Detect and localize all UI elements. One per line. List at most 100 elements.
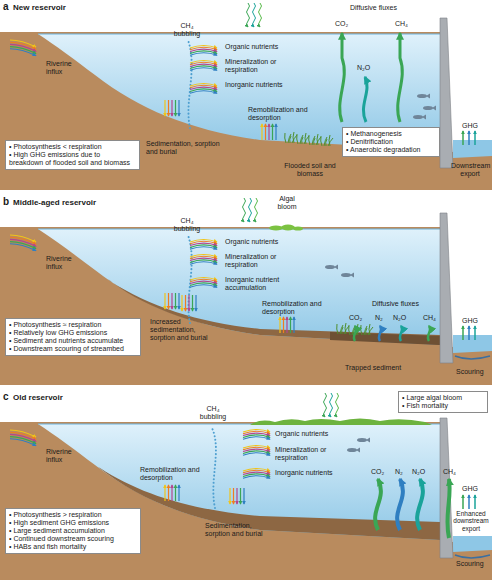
ground [0,422,492,580]
annotation-label: Sedimentation, sorption and burial [146,140,224,156]
annotation-label: Mineralization or respiration [275,446,345,462]
flooded-biomass [285,132,297,143]
panel-middle-aged-reservoir [0,198,492,385]
panel-letter: a [3,1,9,13]
downstream-water [453,335,492,353]
downstream-water [453,140,492,158]
algal-bloom [269,225,303,231]
sediment-layer [98,467,440,540]
annotation-label: CH₄ bubbling [194,405,232,421]
gas-flux-arrow [447,479,449,538]
summary-box: • Photosynthesis > respiration• High sed… [5,508,141,554]
annotation-label: Enhanced downstream export [453,510,489,532]
scouring-line [455,555,490,558]
panel-new-reservoir [0,3,492,190]
water-surface [38,34,440,35]
reservoir-water [38,34,440,150]
annotation-label: Riverine influx [46,448,86,464]
annotation-label: CO₂ [349,314,362,322]
dam [440,213,453,363]
water-surface [38,229,440,230]
annotation-label: Diffusive fluxes [372,300,419,308]
gas-flux-arrow [397,479,403,530]
annotation-label: Flooded soil and biomass [282,162,338,178]
gas-flux-arrow [400,326,402,341]
sunlight [247,3,262,27]
gas-flux-arrow [417,479,423,530]
summary-box: • Photosynthesis ≈ respiration• Relative… [5,318,141,356]
ghg-arrows [463,495,475,509]
annotation-label: CH₄ [423,314,436,322]
bullet-text: • Fish mortality [402,402,484,410]
sunlight [324,393,339,417]
panel-letter: c [3,391,9,403]
nutrient-arrows [243,446,270,456]
panel-title: New reservoir [13,3,66,12]
bullet-text: • Relatively low GHG emissions [9,329,137,337]
annotation-label: Scouring [456,368,484,376]
trapped-sediment [330,332,440,345]
annotation-label: CH₄ [395,20,408,28]
nutrient-arrows [190,46,217,56]
remobilization-arrows [280,317,294,333]
flooded-biomass [309,134,321,145]
fish [341,273,354,278]
remobilization-arrows [165,485,179,501]
annotation-label: Mineralization or respiration [225,58,295,74]
downstream-water [453,536,492,552]
ghg-arrows [463,326,475,340]
annotation-label: Organic nutrients [225,43,278,51]
annotation-label: GHG [462,122,478,130]
bullet-text: • High GHG emissions due to breakdown of… [9,151,136,167]
sedimentation-arrows [230,488,244,504]
nutrient-arrows [190,84,217,94]
bullet-text: • Large sediment accumulation [9,527,137,535]
annotation-label: Inorganic nutrients [225,81,283,89]
annotation-label: Remobilization and desorption [262,300,324,316]
summary-box: • Photosynthesis < respiration• High GHG… [5,140,140,170]
annotation-label: Sedimentation, sorption and burial [205,522,277,538]
bullet-text: • Photosynthesis < respiration [9,143,136,151]
nutrient-arrows [190,61,217,71]
bullet-text: • Methanogenesis [346,130,436,138]
influx-arrows [10,235,36,251]
annotation-label: N₂O [393,314,406,322]
influx-arrows [10,40,36,56]
bullet-text: • High sediment GHG emissions [9,519,137,527]
annotation-label: CO₂ [371,468,384,476]
sediment-layer [108,279,440,345]
sedimentation-arrows [182,295,196,311]
dam [440,18,453,168]
nutrient-arrows [243,430,270,440]
bullet-text: • HABs and fish mortality [9,543,137,551]
panel-title: Old reservoir [13,393,63,402]
bullet-text: • Anaerobic degradation [346,146,436,154]
annotation-label: Inorganic nutrients [275,469,333,477]
dead-fish [347,448,360,453]
ground [0,227,492,385]
annotation-label: Mineralization or respiration [225,253,295,269]
remobilization-arrows [262,124,276,140]
nutrient-arrows [190,255,217,265]
gas-flux-arrow [375,479,381,530]
annotation-label: N₂ [395,468,403,476]
annotation-label: Remobilization and desorption [140,466,202,482]
bullet-text: • Large algal bloom [402,394,484,402]
dam [440,418,453,558]
gas-flux-arrow [340,33,345,122]
summary-box: • Methanogenesis• Denitrification• Anaer… [342,127,440,157]
annotation-label: Increased sedimentation, sorption and bu… [150,318,222,342]
annotation-label: Trapped sediment [345,364,401,372]
sunlight [243,198,258,222]
fish [417,94,430,99]
annotation-label: GHG [462,485,478,493]
algal-bloom [250,419,432,426]
fish [423,106,436,111]
annotation-label: N₂ [375,314,383,322]
annotation-label: CO₂ [335,20,348,28]
annotation-label: Remobilization and desorption [248,106,310,122]
annotation-label: N₂O [357,64,370,72]
bullet-text: • Continued downstream scouring [9,535,137,543]
panel-old-reservoir [0,393,492,580]
